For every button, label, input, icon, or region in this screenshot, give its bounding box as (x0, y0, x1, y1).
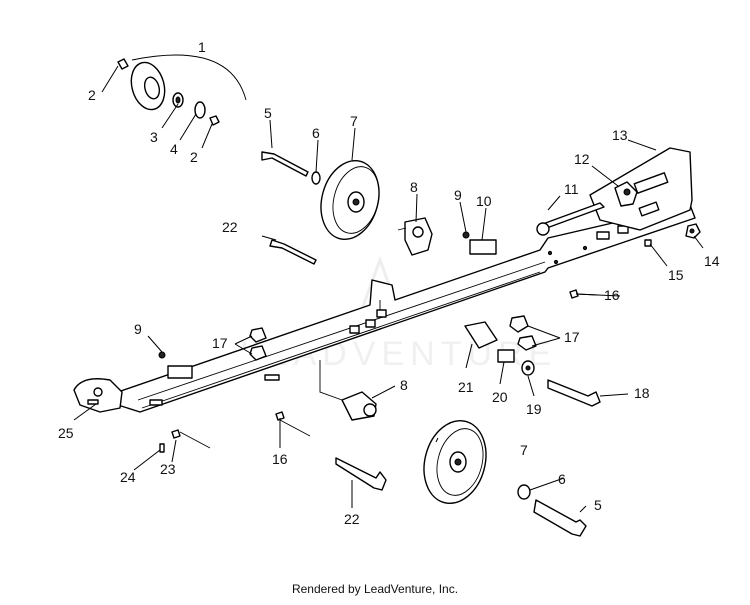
callout-24: 24 (120, 469, 136, 485)
callout-23: 23 (160, 461, 176, 477)
callout-17: 17 (212, 335, 228, 351)
callout-11: 11 (564, 181, 579, 197)
callout-14: 14 (704, 253, 720, 269)
callout-21: 21 (458, 379, 474, 395)
bolt-22-upper (269, 239, 317, 265)
callout-9: 9 (134, 321, 142, 337)
callout-25: 25 (58, 425, 74, 441)
callout-4: 4 (170, 141, 178, 157)
callout-7: 7 (350, 113, 358, 129)
bolt-18 (547, 379, 601, 407)
callout-22: 22 (344, 511, 360, 527)
callout-20: 20 (492, 389, 508, 405)
bolt-11 (536, 202, 605, 236)
callout-15: 15 (668, 267, 684, 283)
callout-9: 9 (454, 187, 462, 203)
callout-8: 8 (400, 377, 408, 393)
rear-plate (589, 147, 693, 231)
front-tip (73, 378, 123, 413)
bolt-22-lower (335, 457, 387, 491)
footer-credit: Rendered by LeadVenture, Inc. (291, 582, 459, 596)
leader-lines (73, 65, 704, 513)
callout-19: 19 (526, 401, 542, 417)
callout-17: 17 (564, 329, 580, 345)
bracket-lower (319, 360, 377, 421)
callout-3: 3 (150, 129, 158, 145)
callout-7: 7 (520, 442, 528, 458)
callout-8: 8 (410, 179, 418, 195)
callout-5: 5 (264, 105, 272, 121)
callout-22: 22 (222, 219, 238, 235)
callout-10: 10 (476, 193, 492, 209)
callout-12: 12 (574, 151, 590, 167)
callout-5: 5 (594, 497, 602, 513)
callout-6: 6 (312, 125, 320, 141)
callout-1: 1 (198, 39, 206, 55)
callout-6: 6 (558, 471, 566, 487)
callout-18: 18 (634, 385, 650, 401)
callout-2: 2 (88, 87, 96, 103)
bracket-upper (397, 217, 433, 256)
lower-wheel (423, 419, 587, 537)
callout-labels: 1 2 2 3 4 5 5 6 6 7 7 8 8 9 9 10 11 12 1… (58, 39, 720, 527)
callout-16: 16 (604, 287, 620, 303)
small-hardware (158, 181, 701, 453)
upper-wheel (261, 151, 380, 241)
idler-assembly-top (117, 54, 247, 126)
callout-16: 16 (272, 451, 288, 467)
callout-13: 13 (612, 127, 628, 143)
callout-2: 2 (190, 149, 198, 165)
